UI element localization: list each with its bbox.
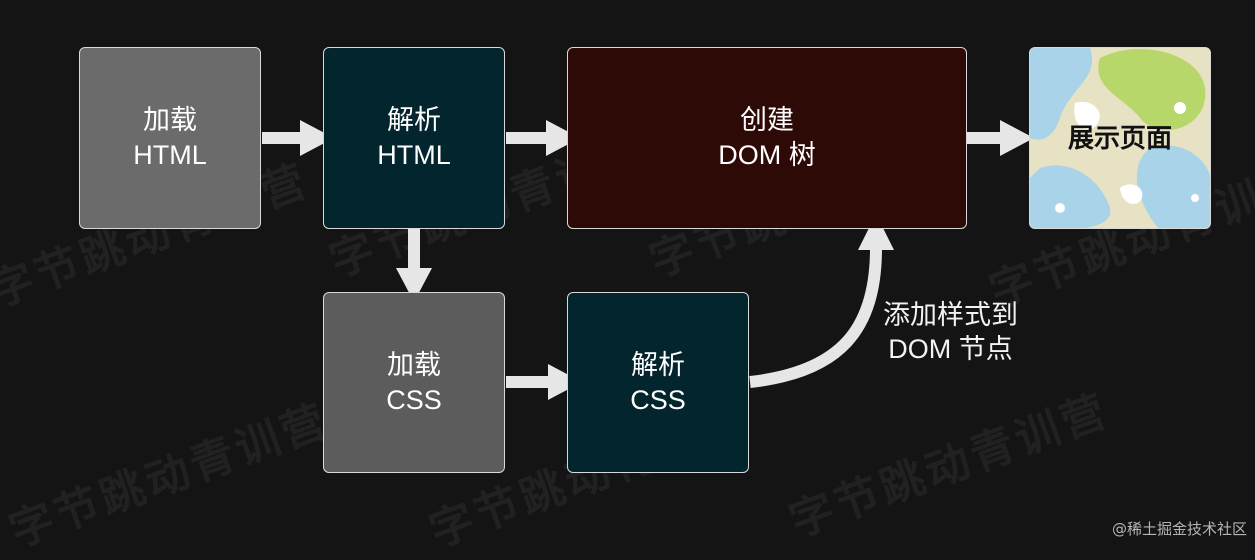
node-label-line2: HTML (377, 140, 451, 170)
arrows-layer (262, 120, 1034, 400)
arrow-head (548, 364, 582, 400)
credit-text: @稀土掘金技术社区 (1111, 520, 1247, 538)
arrow-parse-css-to-dom (749, 247, 882, 388)
arrow-head (300, 120, 334, 156)
node-label-line2: DOM 树 (718, 140, 816, 170)
load-html-node: 加载 HTML (79, 47, 261, 229)
node-label-line2: CSS (386, 384, 442, 415)
page-preview-image (1030, 48, 1210, 228)
node-label-line1: 加载 (143, 105, 197, 135)
show-page-node: 展示页面 (1029, 47, 1211, 229)
parse-css-node: 解析 CSS (567, 292, 749, 473)
node-label-line1: 解析 (631, 349, 685, 380)
node-label-line1: 加载 (387, 349, 441, 380)
node-label-line2: CSS (630, 384, 686, 415)
edge-label-line1: 添加样式到 (883, 300, 1018, 330)
arrow-head (1000, 120, 1034, 156)
node-label-line1: 创建 (740, 105, 794, 135)
edge-label-add-styles: 添加样式到 DOM 节点 (868, 298, 1033, 366)
load-css-node: 加载 CSS (323, 292, 505, 473)
node-label: 展示页面 (1067, 122, 1172, 153)
build-dom-node: 创建 DOM 树 (567, 47, 967, 229)
parse-html-node: 解析 HTML (323, 47, 505, 229)
flow-diagram: 字节跳动青训营 字节跳动青训营 字节跳动青训营 字节跳动青训营 字节跳动青训营 … (0, 47, 1255, 558)
node-label-line1: 解析 (387, 105, 441, 135)
arrow-head (546, 120, 580, 156)
edge-label-line2: DOM 节点 (888, 334, 1013, 364)
arrow-head (396, 268, 432, 302)
node-label-line2: HTML (133, 140, 207, 170)
arrow-head (858, 214, 894, 250)
